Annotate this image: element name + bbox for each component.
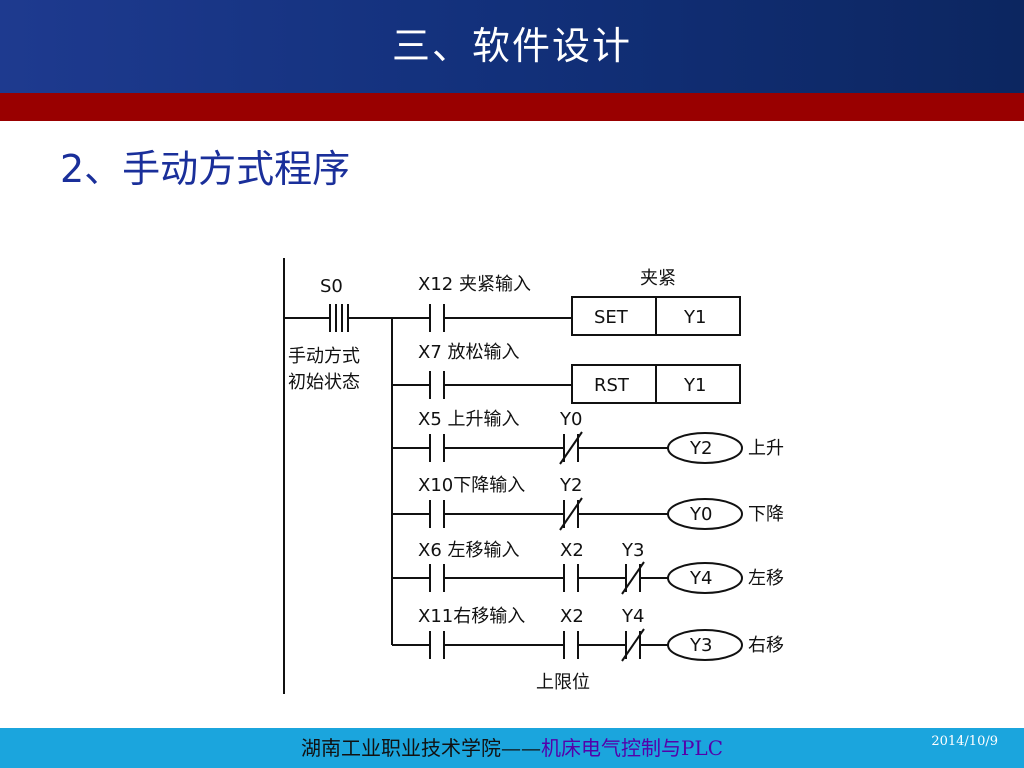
rung-5 <box>392 561 743 595</box>
clamp-title: 夹紧 <box>640 268 676 289</box>
rung-1 <box>392 296 741 336</box>
footer-bar: 湖南工业职业技术学院——机床电气控制与PLC 2014/10/9 <box>0 728 1024 768</box>
rung4-coil: Y0 <box>689 504 712 525</box>
rung5-coil-label: 左移 <box>748 568 784 589</box>
rung4-coil-label: 下降 <box>748 504 784 525</box>
rung4-contact-label: X10下降输入 <box>418 475 525 496</box>
rung1-operand: Y1 <box>683 307 706 328</box>
rung6-contact-label: X11右移输入 <box>418 606 525 627</box>
red-accent-bar <box>0 93 1024 121</box>
rung2-operand: Y1 <box>683 375 706 396</box>
rung3-coil: Y2 <box>689 438 712 459</box>
rung2-contact-label: X7 放松输入 <box>418 342 520 363</box>
rung1-instruction: SET <box>594 307 629 328</box>
s0-label: S0 <box>320 276 343 297</box>
rung6-coil-label: 右移 <box>748 635 784 656</box>
slide-title: 三、软件设计 <box>391 24 632 68</box>
rung6-limit-label: X2 <box>560 606 584 627</box>
rung-3 <box>392 431 743 465</box>
rung4-interlock-label: Y2 <box>559 475 582 496</box>
rung3-contact-label: X5 上升输入 <box>418 409 520 430</box>
rung-6 <box>392 628 743 662</box>
footer-course: 机床电气控制与PLC <box>540 736 724 760</box>
rung-2 <box>392 364 741 404</box>
header-bar: 三、软件设计 <box>0 0 1024 93</box>
footer-date: 2014/10/9 <box>931 734 998 749</box>
rung5-coil: Y4 <box>689 568 712 589</box>
rung-4 <box>392 497 743 531</box>
s0-step-contact <box>329 304 349 332</box>
footer-caption: 湖南工业职业技术学院——机床电气控制与PLC <box>0 728 1024 768</box>
rung3-interlock-label: Y0 <box>559 409 582 430</box>
rung5-limit-label: X2 <box>560 540 584 561</box>
state-label-line1: 手动方式 <box>288 346 360 367</box>
rung2-instruction: RST <box>594 375 630 396</box>
rung6-coil: Y3 <box>689 635 712 656</box>
section-subtitle: 2、手动方式程序 <box>60 147 351 191</box>
footer-school: 湖南工业职业技术学院—— <box>300 736 541 760</box>
upper-limit-label: 上限位 <box>536 672 590 693</box>
rung5-interlock-label: Y3 <box>621 540 644 561</box>
rung1-contact-label: X12 夹紧输入 <box>418 274 531 295</box>
rung6-interlock-label: Y4 <box>621 606 644 627</box>
rung5-contact-label: X6 左移输入 <box>418 540 520 561</box>
state-label-line2: 初始状态 <box>288 372 360 393</box>
rung3-coil-label: 上升 <box>748 438 784 459</box>
